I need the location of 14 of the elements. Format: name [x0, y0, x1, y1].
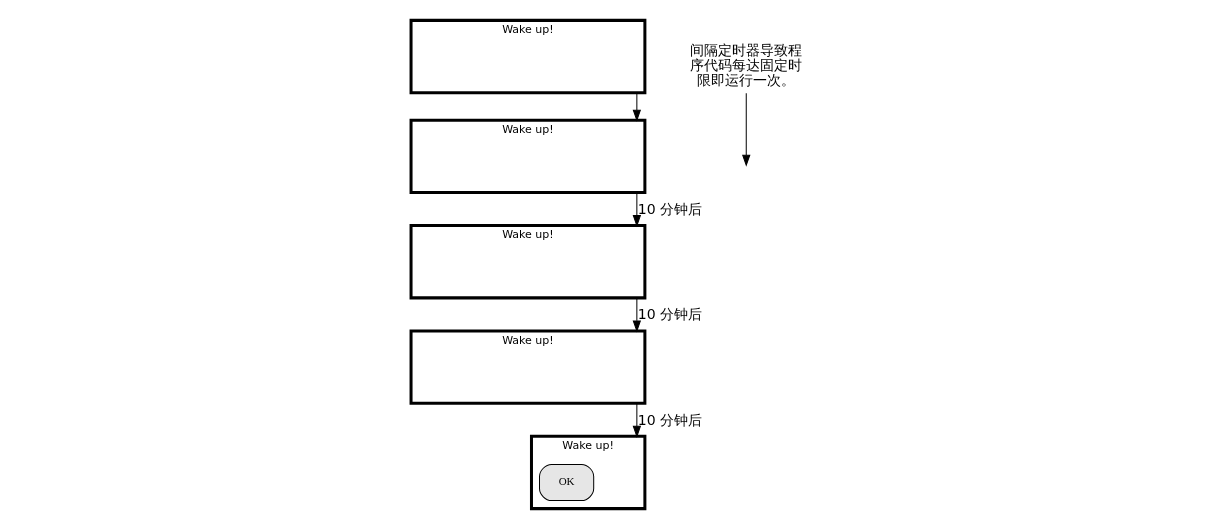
node-box: OK — [539, 463, 595, 502]
node-box: Wake up! — [409, 118, 647, 194]
arrow — [632, 192, 641, 227]
arrow — [632, 297, 641, 332]
node-text: 间隔定时器导致程序代码每达固定时限即运行一次。 — [690, 42, 803, 89]
arrow — [742, 92, 751, 166]
node-box: Wake up! — [409, 224, 647, 300]
arrow — [632, 92, 641, 121]
arrow — [632, 402, 641, 437]
edge-label: 10 分钟后 — [637, 306, 703, 323]
node-box: Wake up! — [409, 18, 647, 95]
node-box: Wake up! — [409, 329, 647, 405]
edge-label: 10 分钟后 — [637, 200, 703, 217]
edge-label: 10 分钟后 — [637, 411, 703, 428]
